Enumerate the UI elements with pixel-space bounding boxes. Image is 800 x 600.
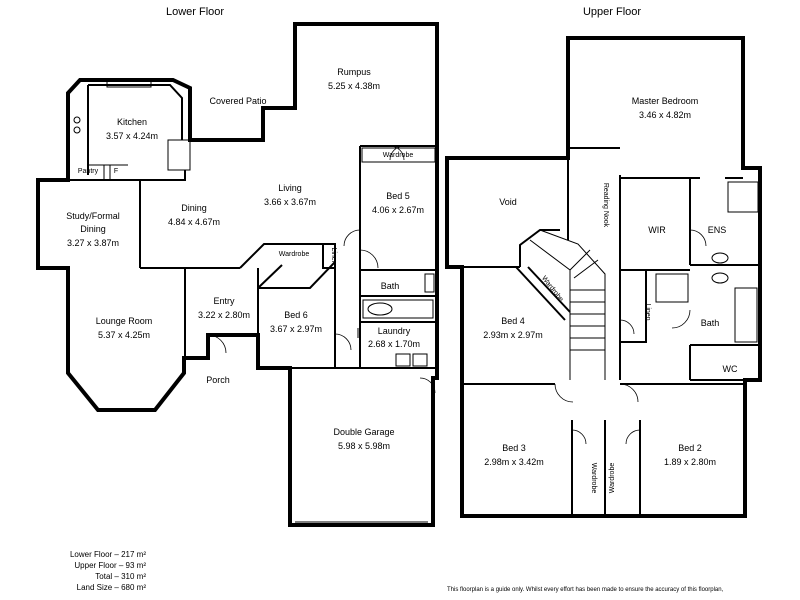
wardrobe-bed2-label: Wardrobe: [609, 463, 616, 494]
linen-lower-label: Linen: [330, 247, 337, 264]
lower-floor-area: Lower Floor – 217 m²: [69, 550, 146, 559]
rumpus-label: Rumpus: [337, 67, 371, 77]
reading-nook-label: Reading Nook: [602, 183, 609, 228]
wc-label: WC: [723, 364, 738, 374]
fridge-label: F: [114, 168, 118, 175]
lounge-size: 5.37 x 4.25m: [98, 330, 150, 340]
bed5-size: 4.06 x 2.67m: [372, 205, 424, 215]
upper-floor-area: Upper Floor – 93 m²: [74, 561, 146, 570]
wardrobe-bed5-label: Wardrobe: [383, 152, 414, 159]
covered-patio-label: Covered Patio: [209, 96, 266, 106]
bed5-label: Bed 5: [386, 191, 410, 201]
ens-label: ENS: [708, 225, 727, 235]
bed4-size: 2.93m x 2.97m: [483, 330, 543, 340]
entry-size: 3.22 x 2.80m: [198, 310, 250, 320]
garage-size: 5.98 x 5.98m: [338, 441, 390, 451]
living-size: 3.66 x 3.67m: [264, 197, 316, 207]
wir-label: WIR: [648, 225, 666, 235]
upper-floor-walls: [445, 36, 762, 518]
linen-upper-label: Linen: [644, 303, 651, 320]
upper-floor-title: Upper Floor: [582, 6, 642, 18]
void-label: Void: [499, 197, 517, 207]
land-size-area: Land Size – 680 m²: [76, 583, 146, 592]
area-summary: Lower Floor – 217 m² Upper Floor – 93 m²…: [50, 549, 146, 593]
study-label-line1: Study/Formal: [66, 211, 120, 221]
lower-floor-title: Lower Floor: [165, 6, 225, 18]
lounge-label: Lounge Room: [96, 316, 153, 326]
kitchen-size: 3.57 x 4.24m: [106, 131, 158, 141]
bed3-size: 2.98m x 3.42m: [484, 457, 544, 467]
bed6-size: 3.67 x 2.97m: [270, 324, 322, 334]
total-area: Total – 310 m²: [95, 572, 146, 581]
kitchen-label: Kitchen: [117, 117, 147, 127]
dining-size: 4.84 x 4.67m: [168, 217, 220, 227]
room-labels: Rumpus 5.25 x 4.38m Covered Patio Kitche…: [66, 67, 738, 493]
wardrobe-bed3-label: Wardrobe: [590, 463, 597, 494]
garage-label: Double Garage: [333, 427, 394, 437]
study-size: 3.27 x 3.87m: [67, 238, 119, 248]
entry-label: Entry: [213, 296, 235, 306]
laundry-size: 2.68 x 1.70m: [368, 339, 420, 349]
bath-upper-label: Bath: [701, 318, 720, 328]
porch-label: Porch: [206, 375, 230, 385]
bed2-size: 1.89 x 2.80m: [664, 457, 716, 467]
bath-lower-label: Bath: [381, 281, 400, 291]
bed4-label: Bed 4: [501, 316, 525, 326]
study-label-line2: Dining: [80, 224, 106, 234]
pantry-label: Pantry: [78, 168, 99, 175]
dining-label: Dining: [181, 203, 207, 213]
bed2-label: Bed 2: [678, 443, 702, 453]
wardrobe-bed4-label: Wardrobe: [540, 275, 564, 303]
disclaimer-text: This floorplan is a guide only. Whilst e…: [447, 587, 724, 593]
lower-floor-walls: [36, 22, 439, 527]
master-label: Master Bedroom: [632, 96, 699, 106]
rumpus-size: 5.25 x 4.38m: [328, 81, 380, 91]
wardrobe-bed6-label: Wardrobe: [279, 251, 310, 258]
master-size: 3.46 x 4.82m: [639, 110, 691, 120]
bed6-label: Bed 6: [284, 310, 308, 320]
living-label: Living: [278, 183, 302, 193]
laundry-label: Laundry: [378, 326, 411, 336]
bed3-label: Bed 3: [502, 443, 526, 453]
